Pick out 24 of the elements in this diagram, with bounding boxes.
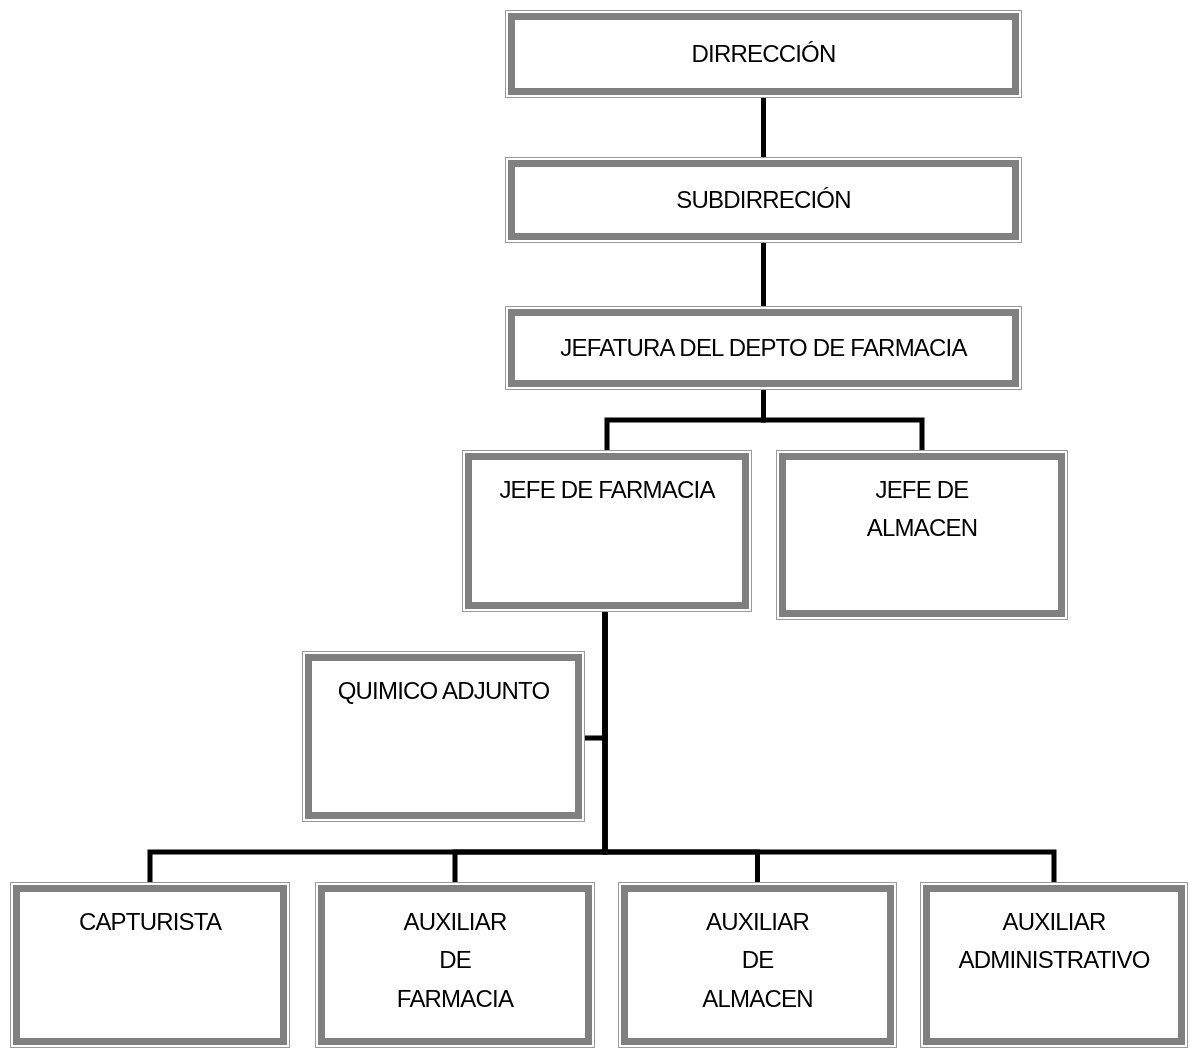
org-box [10,882,290,1048]
position-title: JEFATURA DEL DEPTO DE FARMACIA [560,332,967,363]
connector-line [602,612,1057,882]
position-title: DIRRECCIÓN [691,38,836,69]
org-box [302,651,585,822]
position-title: AUXILIAR DE FARMACIA [395,907,515,1014]
connector-line [761,98,766,157]
position-title: SUBDIRRECIÓN [676,184,851,215]
connector-line [761,390,925,450]
position-title: AUXILIAR ADMINISTRATIVO [957,907,1151,976]
position-title: AUXILIAR DE ALMACEN [701,907,814,1014]
org-box [618,882,897,1048]
org-box [462,450,752,612]
org-box [505,157,1022,243]
position-title: CAPTURISTA [78,907,222,937]
org-box [505,306,1022,390]
org-box [315,882,595,1048]
connector-line [761,243,766,306]
org-box [776,450,1068,620]
position-title: QUIMICO ADJUNTO [337,676,550,706]
position-title: JEFE DE FARMACIA [499,475,715,505]
org-box [505,10,1022,98]
position-title: JEFE DE ALMACEN [866,475,978,544]
org-box [920,882,1188,1048]
